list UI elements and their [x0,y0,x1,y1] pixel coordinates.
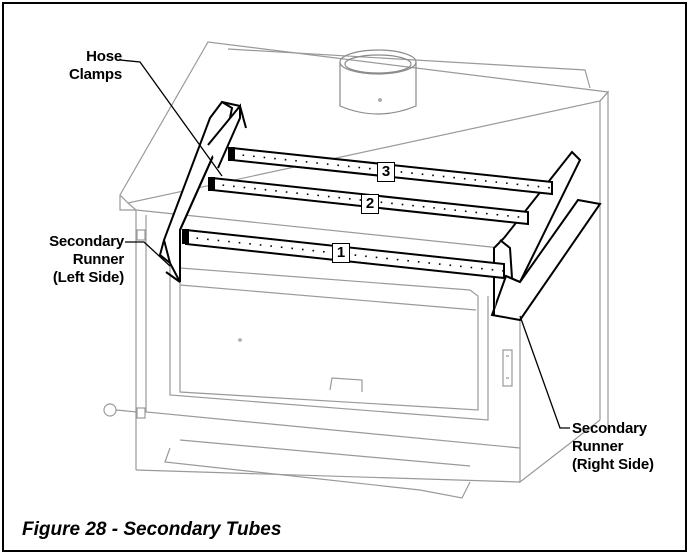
right-runner-label-line3: (Right Side) [572,456,654,473]
left-runner-label: Secondary Runner (Left Side) [14,233,124,287]
hose-clamp-3 [228,147,235,161]
right-runner-label: Secondary Runner (Right Side) [572,420,682,474]
figure-frame [2,2,687,552]
leader-lines [119,59,570,429]
right-runner [490,150,602,322]
tube-number-3: 3 [377,162,395,182]
left-runner [158,100,241,283]
flue-collar [339,49,417,115]
stove-outline [103,41,610,499]
hose-clamps-label-line1: Hose [86,48,122,65]
hose-clamp-1 [182,229,189,244]
left-runner-label-line1: Secondary [49,233,124,250]
figure-caption: Figure 28 - Secondary Tubes [22,519,282,540]
right-runner-label-line2: Runner [572,438,624,455]
left-runner-label-line3: (Left Side) [52,269,124,286]
tube-number-2: 2 [361,194,379,214]
tube-number-1: 1 [332,243,350,263]
hose-clamps-label-line2: Clamps [69,66,122,83]
right-runner-label-line1: Secondary [572,420,647,437]
hose-clamps-label: Hose Clamps [60,48,122,84]
left-runner-label-line2: Runner [72,251,125,268]
hose-clamp-2 [208,177,215,191]
